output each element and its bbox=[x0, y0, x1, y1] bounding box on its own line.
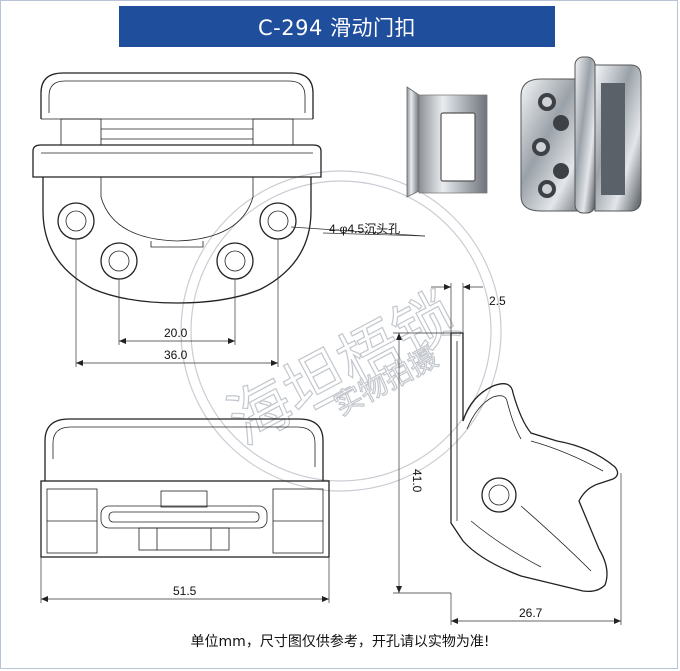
front-view-drawing bbox=[32, 72, 426, 367]
dim-label-26-7: 26.7 bbox=[519, 606, 543, 620]
side-view-drawing bbox=[393, 283, 622, 625]
dim-label-20: 20.0 bbox=[164, 326, 188, 340]
dim-label-36: 36.0 bbox=[164, 348, 188, 362]
dim-label-41: 41.0 bbox=[410, 469, 424, 493]
page-title: C-294 滑动门扣 bbox=[258, 15, 416, 40]
product-photo-catch bbox=[520, 56, 642, 214]
watermark: 海坦梧锁 实物拍摄 bbox=[180, 170, 502, 492]
hole-spec-label: 4-φ4.5沉头孔 bbox=[329, 222, 400, 236]
product-photo-plate bbox=[406, 86, 488, 198]
dim-label-2-5: 2.5 bbox=[489, 294, 506, 308]
footer-note: 单位mm，尺寸图仅供参考，开孔请以实物为准! bbox=[190, 634, 490, 650]
dim-label-51-5: 51.5 bbox=[173, 584, 197, 598]
watermark-ring bbox=[180, 170, 502, 492]
title-banner: C-294 滑动门扣 bbox=[119, 6, 555, 47]
bottom-view-drawing bbox=[40, 418, 330, 603]
watermark-ring-inner bbox=[190, 180, 492, 482]
